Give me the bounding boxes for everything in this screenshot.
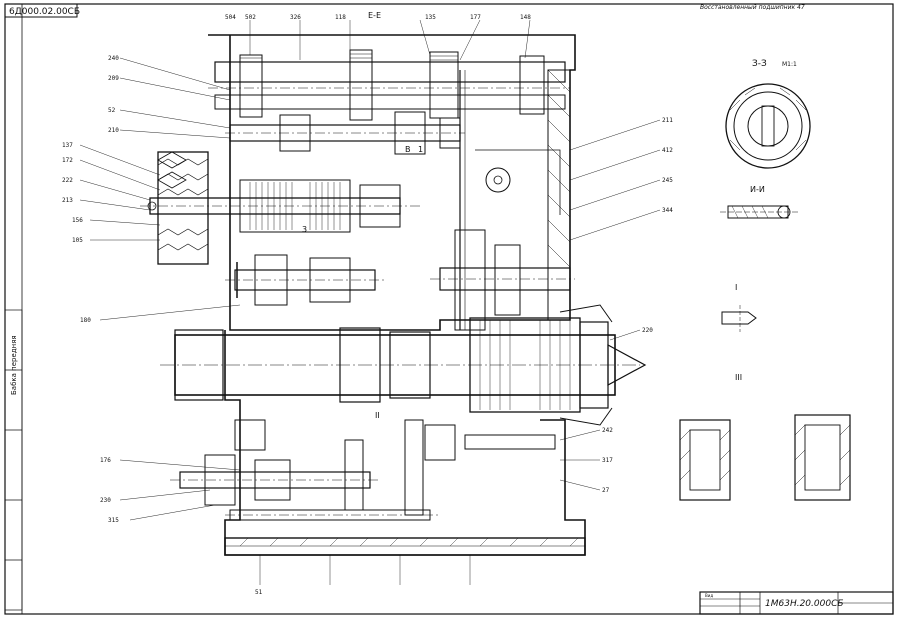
right-gear-shaft bbox=[430, 149, 575, 331]
input-pulley-assembly bbox=[140, 151, 420, 265]
section-ee-label: Е-Е bbox=[368, 11, 381, 20]
view-iii-label: III bbox=[735, 373, 742, 382]
callout-number: 211 bbox=[662, 117, 673, 124]
section-zz-view bbox=[725, 83, 811, 169]
title-block-note: Вид bbox=[705, 593, 713, 598]
second-shaft bbox=[225, 111, 465, 155]
callout-numbers: 504 502 326 118 135 177 148 240 209 52 2… bbox=[62, 14, 673, 596]
callout-number: 412 bbox=[662, 147, 673, 154]
callout-number: 220 bbox=[642, 327, 653, 334]
callout-number: 502 bbox=[245, 14, 256, 21]
callout-number: 180 bbox=[80, 317, 91, 324]
left-side-columns bbox=[4, 309, 23, 611]
label-ii: II bbox=[375, 411, 380, 420]
section-zz-scale: М1:1 bbox=[782, 61, 797, 68]
view-i-label: I bbox=[735, 283, 737, 292]
callout-number: 317 bbox=[602, 457, 613, 464]
middle-gear-shaft bbox=[225, 254, 385, 306]
callout-number: 245 bbox=[662, 177, 673, 184]
callout-number: 27 bbox=[602, 487, 610, 494]
callout-number: 52 bbox=[108, 107, 116, 114]
rotated-note: Бабка передняя bbox=[10, 335, 18, 395]
label-3: 3 bbox=[302, 225, 307, 234]
callout-number: 177 bbox=[470, 14, 481, 21]
callout-number: 118 bbox=[335, 14, 346, 21]
callout-number: 213 bbox=[62, 197, 73, 204]
top-left-stamp: 6Д000.02.00СБ bbox=[4, 3, 80, 18]
section-zz-label: З-З bbox=[752, 59, 767, 69]
callout-number: 315 bbox=[108, 517, 119, 524]
section-ii-label: И-И bbox=[750, 185, 765, 194]
lower-shaft-assembly bbox=[170, 419, 556, 521]
view-i-detail bbox=[721, 305, 757, 332]
callout-number: 240 bbox=[108, 55, 119, 62]
callout-number: 105 bbox=[72, 237, 83, 244]
top-shaft bbox=[208, 49, 570, 121]
callout-number: 156 bbox=[72, 217, 83, 224]
callout-leaders bbox=[79, 19, 661, 585]
designation-text: 1М63Н.20.000СБ bbox=[765, 599, 844, 609]
callout-number: 344 bbox=[662, 207, 673, 214]
top-right-note: Восстановленный подшипник 47 bbox=[700, 4, 805, 11]
callout-number: 242 bbox=[602, 427, 613, 434]
view-iii-detail bbox=[679, 414, 851, 501]
callout-number: 326 bbox=[290, 14, 301, 21]
callout-number: 176 bbox=[100, 457, 111, 464]
callout-number: 51 bbox=[255, 589, 263, 596]
top-left-stamp-text: 6Д000.02.00СБ bbox=[9, 7, 80, 17]
headstock-housing bbox=[208, 34, 586, 556]
callout-number: 210 bbox=[108, 127, 119, 134]
callout-number: 504 bbox=[225, 14, 236, 21]
callout-number: 230 bbox=[100, 497, 111, 504]
callout-number: 209 bbox=[108, 75, 119, 82]
callout-number: 148 bbox=[520, 14, 531, 21]
sheet-border bbox=[4, 3, 894, 615]
section-ii-view bbox=[720, 205, 800, 219]
label-1: 1 bbox=[418, 145, 423, 154]
callout-number: 172 bbox=[62, 157, 73, 164]
callout-number: 222 bbox=[62, 177, 73, 184]
main-spindle bbox=[160, 304, 647, 426]
callout-number: 137 bbox=[62, 142, 73, 149]
label-v: В bbox=[405, 145, 411, 154]
title-block bbox=[699, 591, 894, 615]
callout-number: 135 bbox=[425, 14, 436, 21]
